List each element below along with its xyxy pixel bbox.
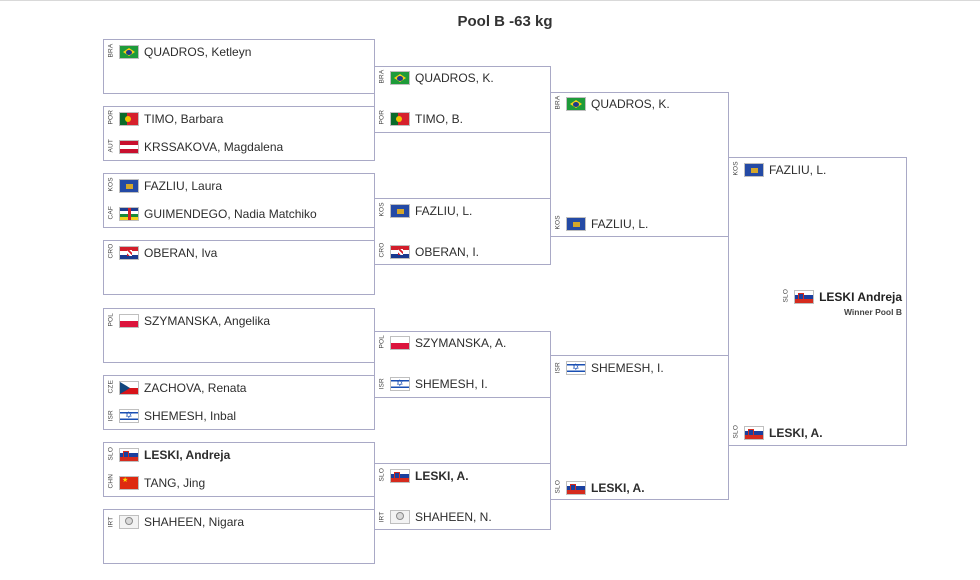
flag-kos-icon [744, 163, 764, 177]
r1-match-3 [103, 173, 375, 228]
flag-cze-icon [119, 381, 139, 395]
flag-aut-icon [119, 140, 139, 154]
pool-title: Pool B -63 kg [457, 13, 553, 30]
flag-kos-icon [119, 179, 139, 193]
flag-bra-icon [119, 45, 139, 59]
flag-slo-icon [794, 290, 815, 304]
flag-isr-icon [390, 377, 410, 391]
flag-cro-icon [119, 246, 139, 260]
r1-match-6 [103, 375, 375, 430]
flag-isr-icon [566, 361, 586, 375]
flag-slo-icon [566, 481, 586, 495]
r1-match-8 [103, 509, 375, 564]
flag-cro-icon [390, 245, 410, 259]
flag-slo-icon [744, 426, 764, 440]
flag-ijf-icon [119, 515, 139, 529]
r3-entry: ISRSHEMESH, I. [553, 358, 664, 378]
flag-pol-icon [390, 336, 410, 350]
r1-match-7 [103, 442, 375, 497]
r1-match-5 [103, 308, 375, 363]
flag-kos-icon [390, 204, 410, 218]
r3-match-2 [550, 355, 729, 500]
pool-winner: SLO LESKI Andreja Winner Pool B [778, 288, 902, 317]
r1-match-4 [103, 240, 375, 295]
flag-bra-icon [390, 71, 410, 85]
flag-chn-icon [119, 476, 139, 490]
r1-entry: CHNTANG, Jing [106, 473, 205, 493]
winner-name: LESKI Andreja [819, 290, 902, 304]
flag-kos-icon [566, 217, 586, 231]
flag-pol-icon [119, 314, 139, 328]
r1-match-1 [103, 39, 375, 94]
flag-bra-icon [566, 97, 586, 111]
top-divider [0, 0, 980, 1]
r2-entry: ISRSHEMESH, I. [377, 374, 488, 394]
flag-por-icon [390, 112, 410, 126]
r3-match-1 [550, 92, 729, 237]
flag-isr-icon [119, 409, 139, 423]
winner-label: Winner Pool B [843, 307, 902, 317]
flag-slo-icon [390, 469, 410, 483]
r4-final [728, 157, 907, 446]
flag-slo-icon [119, 448, 139, 462]
r1-entry: ISRSHEMESH, Inbal [106, 406, 236, 426]
r1-match-2 [103, 106, 375, 161]
flag-caf-icon [119, 207, 139, 221]
flag-ijf-icon [390, 510, 410, 524]
flag-por-icon [119, 112, 139, 126]
